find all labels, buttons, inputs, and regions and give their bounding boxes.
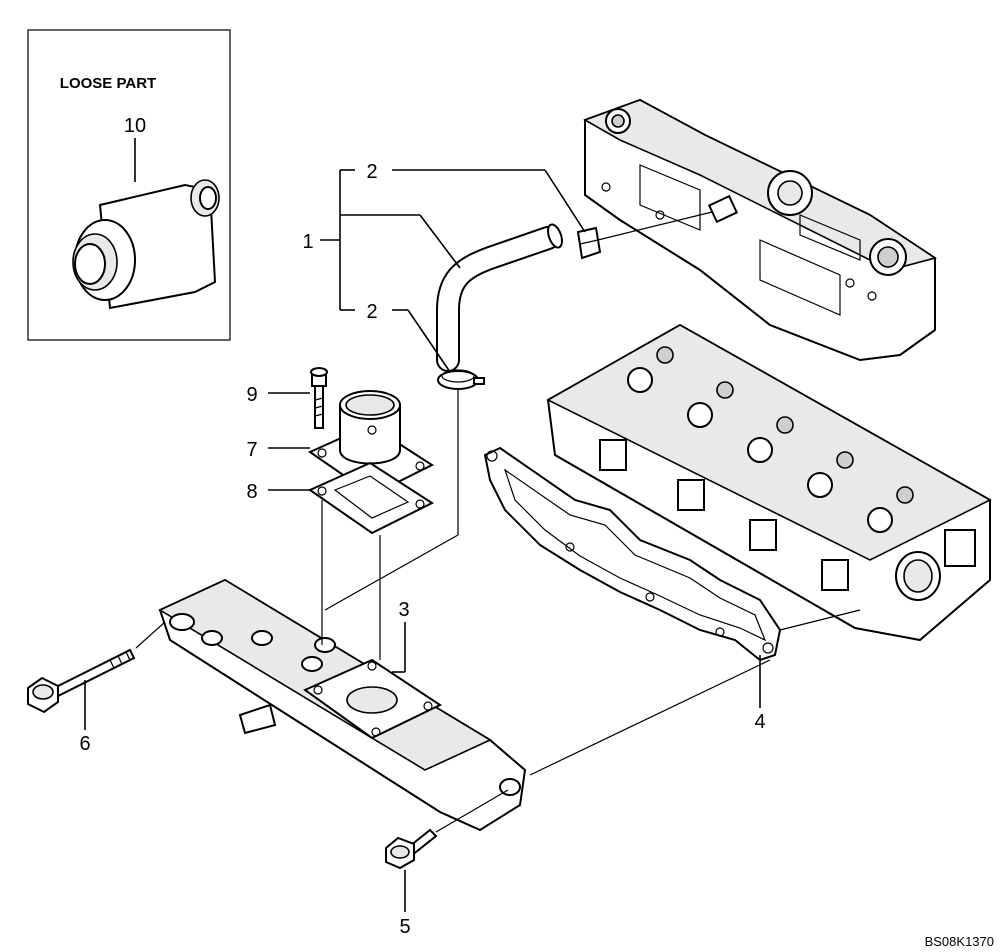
callout-8: 8 xyxy=(246,481,257,503)
manifold-gasket xyxy=(483,446,782,662)
callout-1: 1 xyxy=(302,231,313,253)
leader-lines xyxy=(84,169,861,912)
loose-part-inset: LOOSE PART 10 xyxy=(27,29,231,341)
hose-clamp-top xyxy=(576,226,602,260)
flange-gasket xyxy=(307,461,435,535)
bolt-6 xyxy=(27,648,136,714)
callout-6: 6 xyxy=(79,733,90,755)
intake-manifold xyxy=(158,578,527,832)
filter-cap-part xyxy=(72,179,220,310)
callout-2-top: 2 xyxy=(366,161,377,183)
breather-hose xyxy=(436,223,563,372)
drawing-code: BS08K1370 xyxy=(925,934,994,949)
outlet-flange xyxy=(307,390,435,497)
loose-part-title: LOOSE PART xyxy=(60,75,156,92)
callout-5: 5 xyxy=(399,916,410,938)
callout-9: 9 xyxy=(246,384,257,406)
callout-3: 3 xyxy=(398,599,409,621)
callout-10: 10 xyxy=(124,115,146,137)
hose-clamp-bottom xyxy=(437,369,485,390)
callout-4: 4 xyxy=(754,711,765,733)
callout-2-bottom: 2 xyxy=(366,301,377,323)
rocker-cover xyxy=(583,98,937,362)
bolt-5 xyxy=(385,828,438,870)
callout-7: 7 xyxy=(246,439,257,461)
cylinder-head xyxy=(546,323,992,642)
bolt-9 xyxy=(310,367,328,429)
